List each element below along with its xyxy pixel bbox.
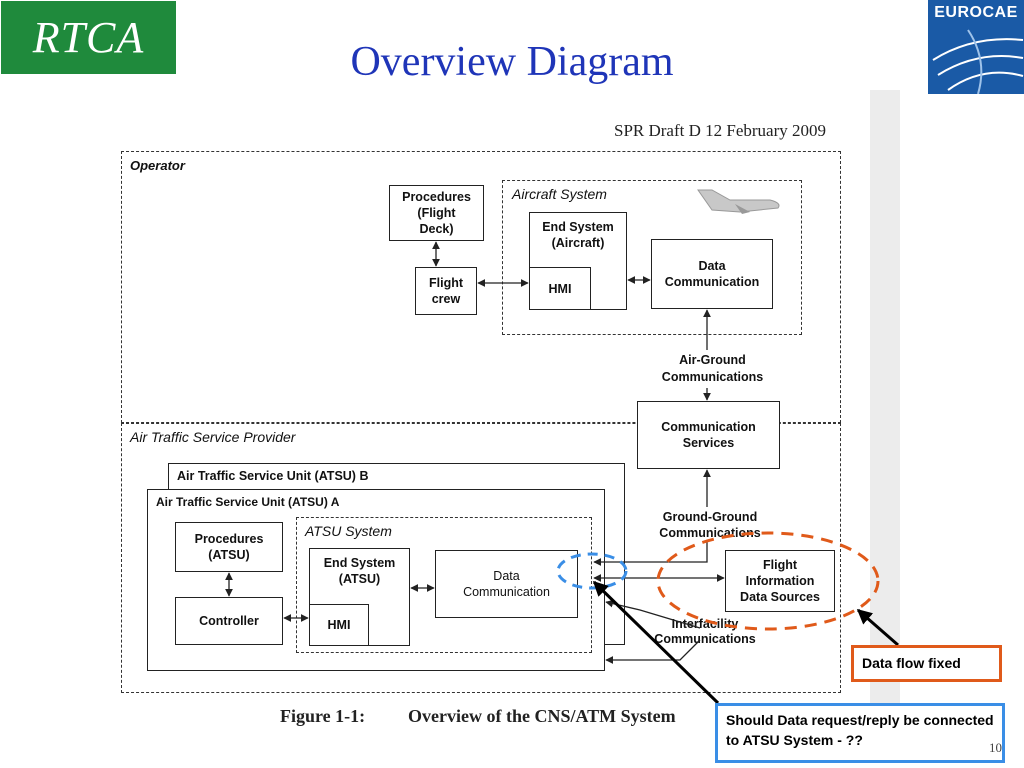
eurocae-logo: EUROCAE: [928, 0, 1024, 94]
figure-caption-number: Figure 1-1:: [280, 706, 366, 726]
hmi-atsu-box: HMI: [309, 604, 369, 646]
procedures-atsu-box: Procedures (ATSU): [175, 522, 283, 572]
comm-services-box: Communication Services: [637, 401, 780, 469]
aircraft-system-label: Aircraft System: [512, 186, 607, 202]
callout-data-flow: Data flow fixed: [851, 645, 1002, 682]
operator-label: Operator: [130, 158, 185, 173]
eurocae-logo-graphic: [932, 29, 1024, 94]
flight-info-box: Flight Information Data Sources: [725, 550, 835, 612]
air-ground-label: Air-Ground Communications: [661, 353, 764, 384]
hmi-aircraft-box: HMI: [529, 267, 591, 310]
operator-frame: [121, 151, 841, 423]
figure-caption-text: Overview of the CNS/ATM System: [408, 706, 676, 726]
side-strip: [870, 90, 900, 710]
draft-label: SPR Draft D 12 February 2009: [614, 121, 827, 140]
slide-title: Overview Diagram: [350, 39, 674, 85]
callout-question: Should Data request/reply be connected t…: [715, 703, 1005, 763]
rtca-logo: RTCA: [1, 1, 176, 74]
data-comm-atsu-box: Data Communication: [435, 550, 578, 618]
procedures-flight-deck-box: Procedures (Flight Deck): [389, 185, 484, 241]
atsp-label: Air Traffic Service Provider: [130, 429, 296, 445]
rtca-logo-text: RTCA: [32, 13, 145, 62]
data-comm-aircraft-box: Data Communication: [651, 239, 773, 309]
atsu-system-label: ATSU System: [305, 523, 392, 539]
eurocae-logo-text: EUROCAE: [934, 4, 1018, 21]
controller-box: Controller: [175, 597, 283, 645]
aircraft-system-frame: [502, 180, 802, 335]
interfacility-label: Interfacility Communications: [654, 617, 756, 646]
page-number: 10: [989, 740, 1002, 755]
flight-crew-box: Flight crew: [415, 267, 477, 315]
figure-caption: Figure 1-1: Overview of the CNS/ATM Syste…: [280, 706, 676, 727]
ground-ground-label: Ground-Ground Communications: [659, 510, 761, 540]
